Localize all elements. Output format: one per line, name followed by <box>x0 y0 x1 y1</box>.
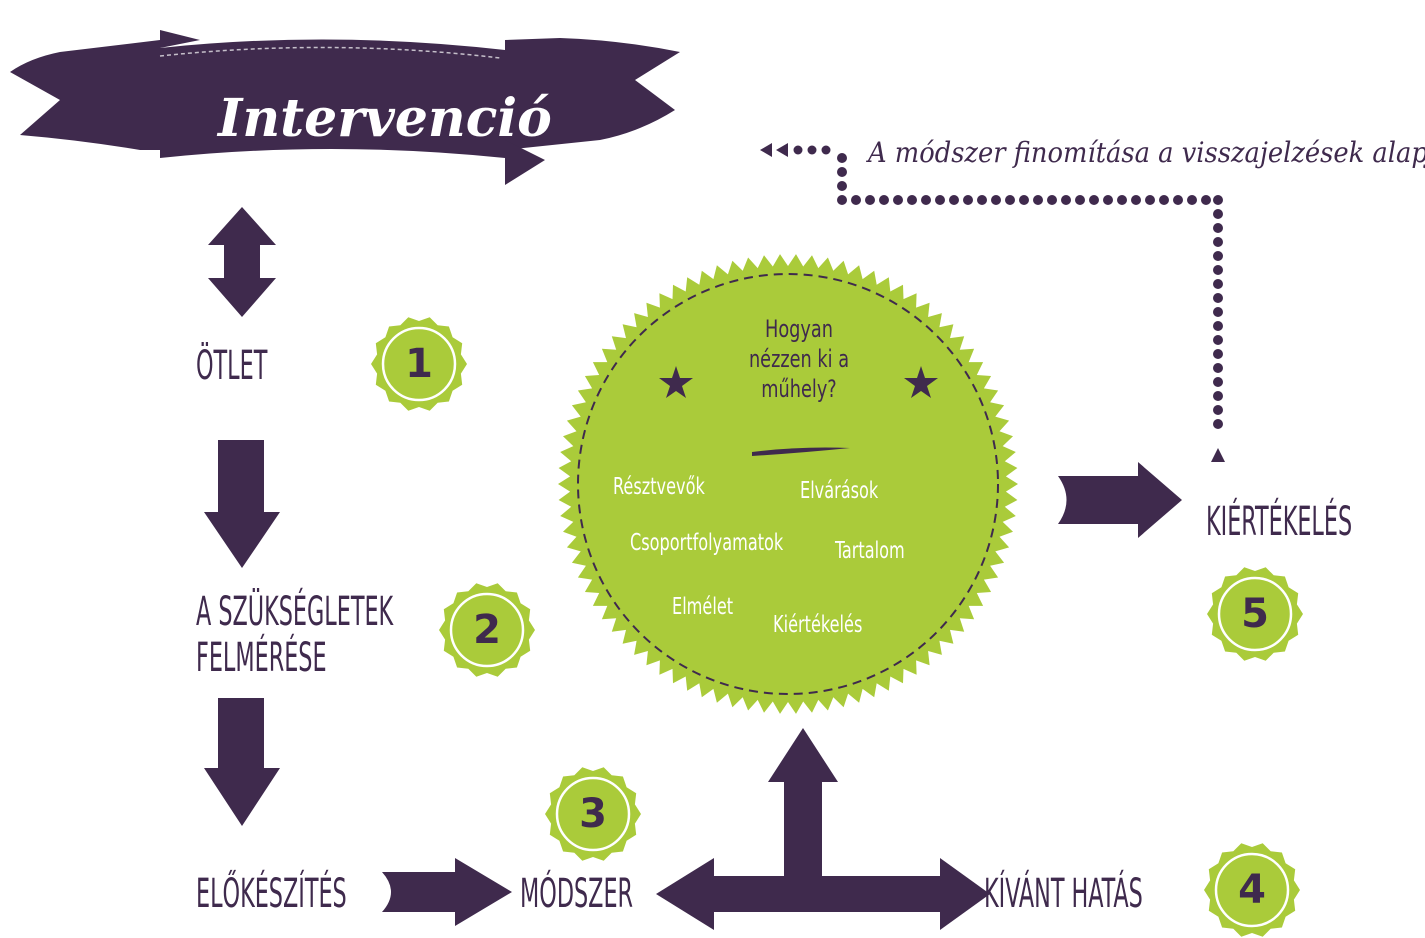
seal-topic-kiertekeles: Kiértékelés <box>773 612 863 638</box>
seal-topic-csoportfolyamatok: Csoportfolyamatok <box>630 530 784 556</box>
badge-seal-2 <box>439 583 535 677</box>
badge-seal-5 <box>1207 567 1303 661</box>
double-arrow-vertical <box>208 207 276 317</box>
badge-3: 3 <box>579 791 607 837</box>
seal-topic-tartalom: Tartalom <box>835 538 905 564</box>
arrow-down-2 <box>204 698 280 826</box>
feedback-note: A módszer finomítása a visszajelzések al… <box>868 136 1425 169</box>
badge-4: 4 <box>1238 867 1266 913</box>
badge-1: 1 <box>405 341 433 387</box>
arrow-right-eval <box>1058 462 1182 538</box>
star-left-icon <box>659 366 693 398</box>
badge-2: 2 <box>473 607 501 653</box>
badge-seal-4 <box>1204 843 1300 937</box>
badge-seal-3 <box>545 767 641 861</box>
badge-5: 5 <box>1241 591 1269 637</box>
step-szuksegletek-line1: A SZÜKSÉGLETEK <box>196 589 394 635</box>
seal-question: Hogyan nézzen ki a műhely? <box>748 315 850 403</box>
badge-seal-1 <box>371 317 467 411</box>
question-underline <box>752 447 850 456</box>
seal-topic-elmelet: Elmélet <box>672 594 734 620</box>
arrow-down-1 <box>204 440 280 568</box>
seal-topic-elvarasok: Elvárások <box>800 478 879 504</box>
step-modszer: MÓDSZER <box>520 871 634 917</box>
arrow-right-prep <box>382 858 512 926</box>
t-arrows <box>656 728 990 930</box>
page-title: Intervenció <box>218 88 552 149</box>
step-otlet: ÖTLET <box>196 343 268 389</box>
step-szuksegletek-line2: FELMÉRÉSE <box>196 635 327 681</box>
step-kivant-hatas: KÍVÁNT HATÁS <box>984 871 1143 917</box>
star-right-icon <box>904 366 938 398</box>
step-badges <box>371 317 1303 937</box>
lime-seal <box>558 254 1018 714</box>
step-elokeszites: ELŐKÉSZÍTÉS <box>196 871 347 917</box>
feedback-dotted-line <box>760 143 1225 462</box>
seal-topic-resztvevok: Résztvevők <box>613 474 705 500</box>
step-kiertekeles: KIÉRTÉKELÉS <box>1206 499 1353 545</box>
title-banner <box>10 30 680 185</box>
